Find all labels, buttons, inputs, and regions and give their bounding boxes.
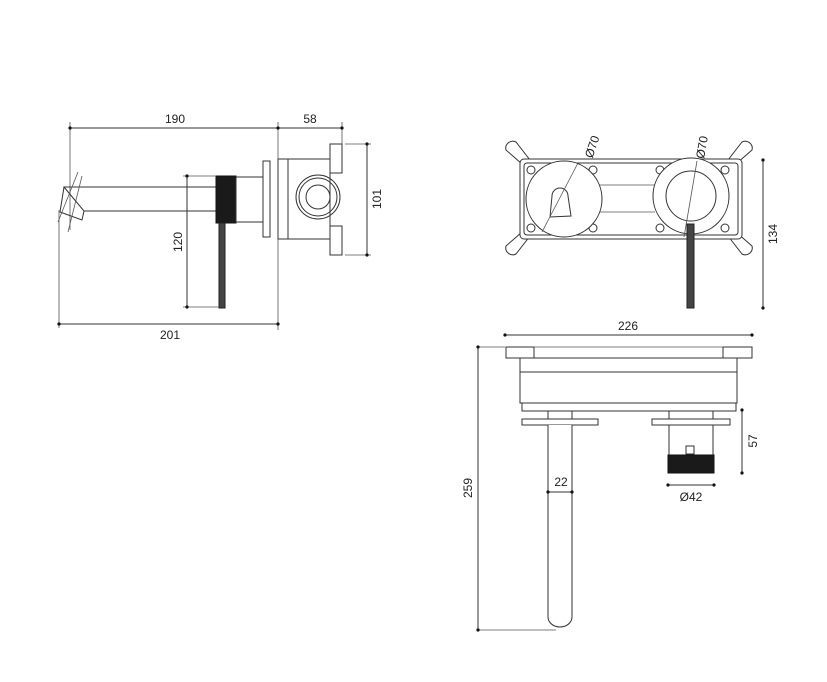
dim-226-label: 226: [618, 319, 638, 333]
dim-dia70-left-label: Ø70: [582, 134, 602, 160]
wall-flange: [262, 160, 271, 238]
dim-22-label: 22: [554, 475, 568, 489]
spout-cover-plate: [525, 160, 603, 238]
dim-101-label: 101: [370, 189, 384, 209]
top-handle-knurled: [667, 454, 715, 474]
top-view: 226 57 Ø42 22 259: [461, 319, 760, 632]
valve-body: [287, 158, 331, 240]
side-view: 190 58 120 101 201: [57, 112, 384, 342]
dim-58-label: 58: [303, 112, 317, 126]
dim-259-label: 259: [461, 478, 475, 498]
handle-knurled: [215, 175, 237, 224]
spout-flange: [521, 418, 599, 426]
mounting-ears: [505, 140, 753, 256]
dim-dia42-label: Ø42: [680, 490, 703, 504]
dim-190-label: 190: [165, 112, 185, 126]
dim-201-label: 201: [160, 328, 180, 342]
lever: [218, 222, 226, 309]
handle-flange: [651, 418, 731, 426]
spout: [57, 171, 216, 233]
front-view: Ø70 Ø70 134: [505, 134, 780, 310]
dim-dia70-right-label: Ø70: [693, 135, 711, 160]
spout-pipe: [547, 425, 573, 628]
dim-120-label: 120: [171, 232, 185, 252]
front-lever: [686, 223, 695, 309]
dim-57-label: 57: [746, 434, 760, 448]
dim-134-label: 134: [766, 224, 780, 244]
